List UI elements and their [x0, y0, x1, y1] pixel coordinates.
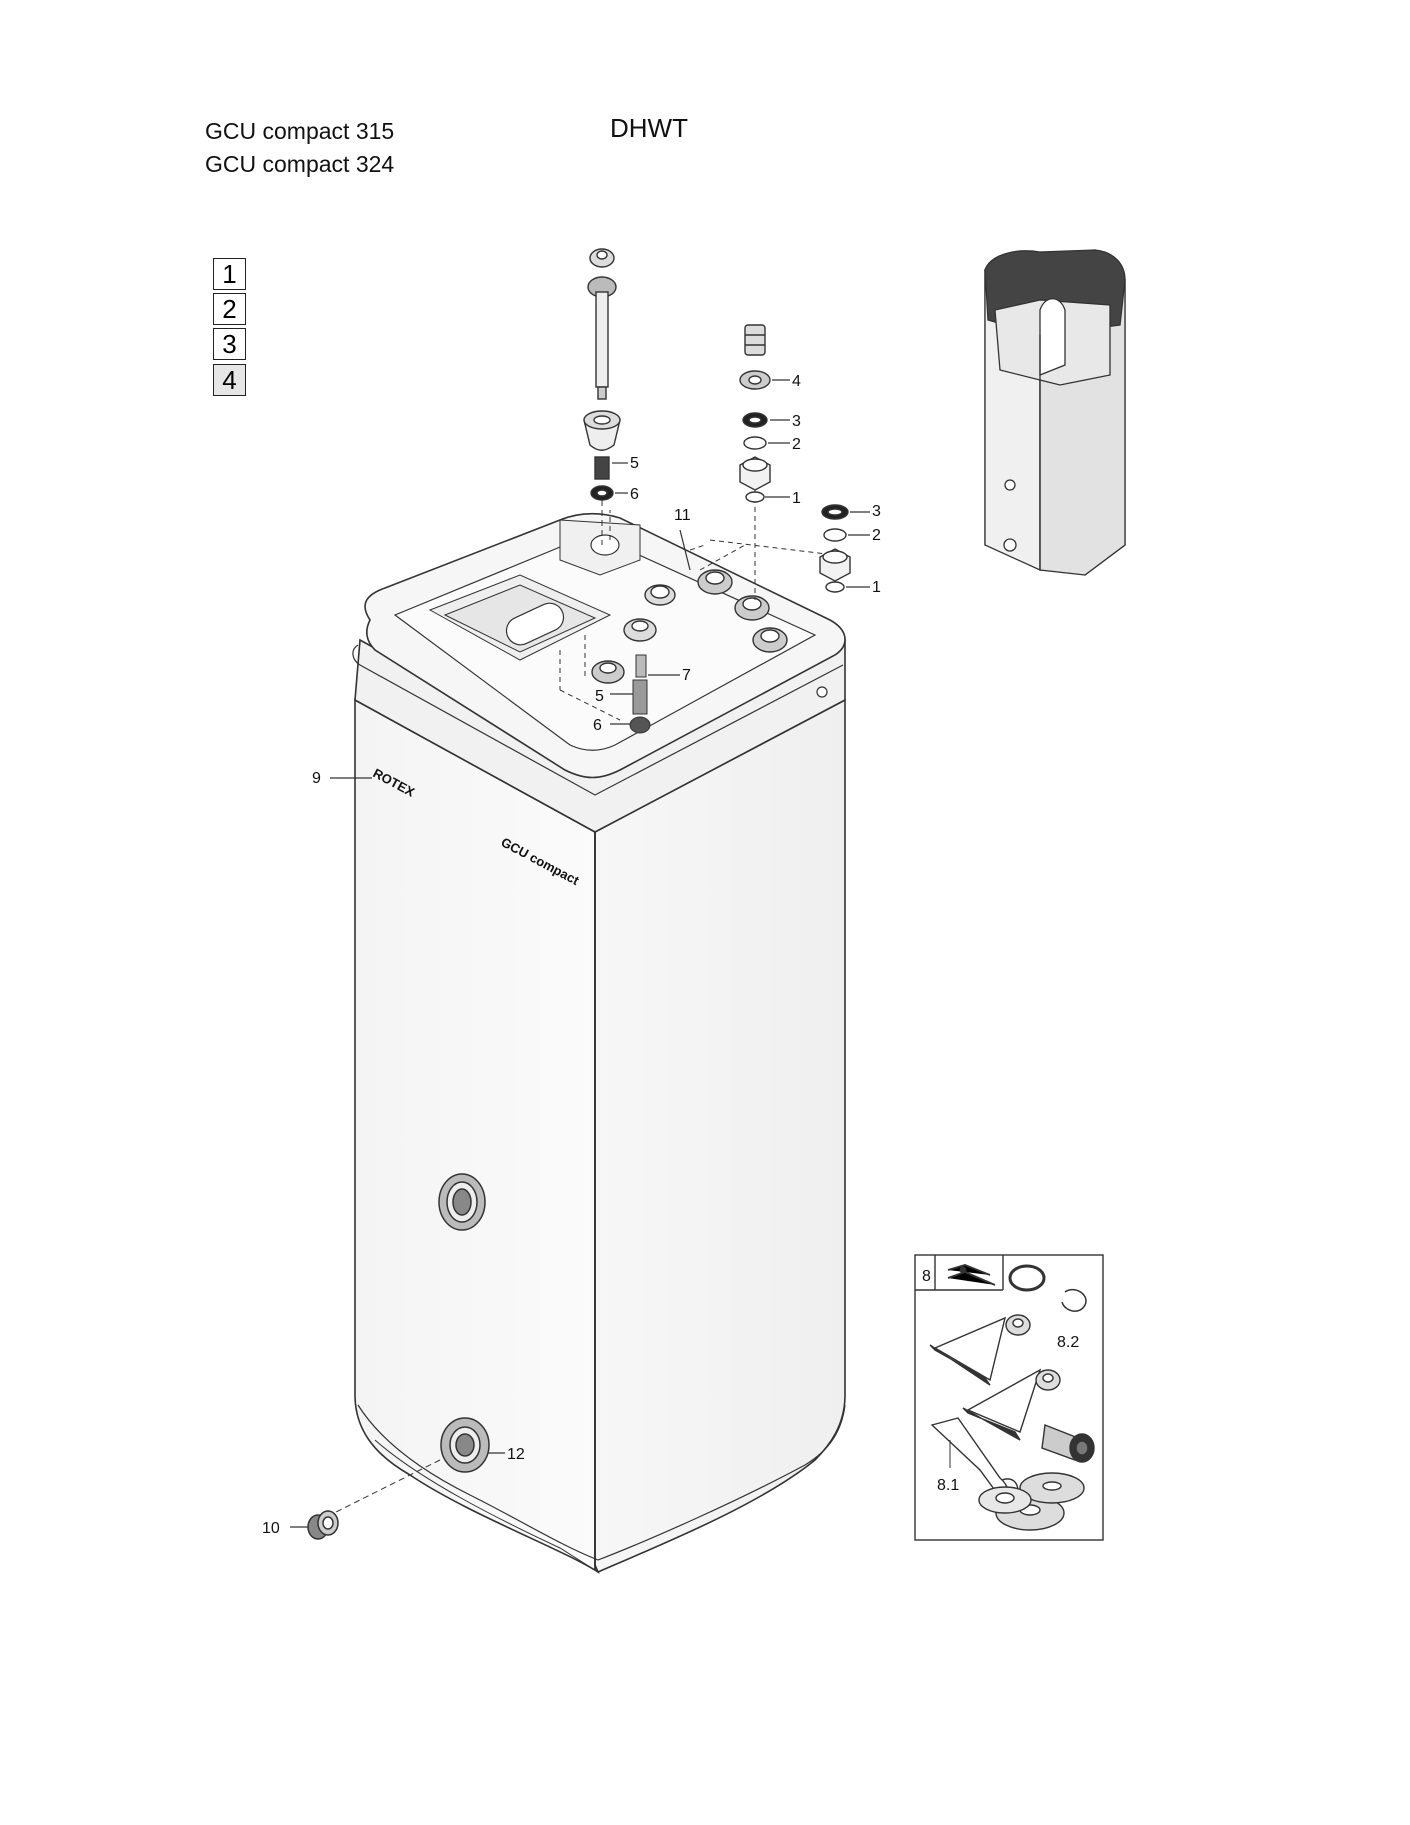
unit-thumbnail	[984, 249, 1126, 576]
kit-label-8-2: 8.2	[1057, 1334, 1079, 1351]
label-part-6: 6	[593, 717, 602, 734]
page-tab-3[interactable]: 3	[213, 328, 246, 360]
label-part-5-top: 5	[630, 455, 639, 472]
accessory-kit-box	[914, 1254, 1104, 1541]
kit-number: 8	[922, 1268, 931, 1285]
kit-label-8-1: 8.1	[937, 1477, 959, 1494]
label-part-5: 5	[595, 688, 604, 705]
diagram-title: DHWT	[610, 113, 688, 143]
label-part-1-right: 1	[872, 579, 881, 596]
part-labels: 4 3 2 1 5 6 3 2 1 11 7 5 6 9 12 10	[262, 373, 881, 1537]
page-tab-2[interactable]: 2	[213, 293, 246, 325]
label-part-1: 1	[792, 490, 801, 507]
label-part-7: 7	[682, 667, 691, 684]
label-part-3-right: 3	[872, 503, 881, 520]
anode-assembly	[583, 248, 621, 545]
lid-fitting-2	[697, 569, 733, 595]
model-line-2: GCU compact 324	[205, 151, 395, 177]
lid-fitting-6	[591, 660, 625, 684]
middle-port	[438, 1173, 486, 1231]
page-tab-1[interactable]: 1	[213, 258, 246, 290]
label-part-11: 11	[674, 507, 691, 524]
lid-fitting-3	[734, 595, 770, 621]
label-part-2-right: 2	[872, 527, 881, 544]
connection-set-center	[739, 324, 771, 503]
storage-tank	[329, 480, 846, 1575]
leader-lines	[290, 379, 870, 1528]
connection-set-right	[819, 504, 851, 593]
lid-fitting-5	[623, 618, 657, 642]
model-line-1: GCU compact 315	[205, 118, 395, 144]
label-part-12: 12	[507, 1446, 525, 1463]
label-part-6-top: 6	[630, 486, 639, 503]
label-part-2: 2	[792, 436, 801, 453]
label-part-9: 9	[312, 770, 321, 787]
label-part-10: 10	[262, 1520, 280, 1537]
lower-port	[440, 1417, 490, 1473]
lid-fitting-1	[644, 584, 676, 606]
label-part-3: 3	[792, 413, 801, 430]
label-part-4: 4	[792, 373, 801, 390]
lid-fitting-4	[752, 627, 788, 653]
pliers-icon	[947, 1264, 996, 1286]
drain-plug	[307, 1510, 339, 1540]
page-tab-4[interactable]: 4	[213, 364, 246, 396]
